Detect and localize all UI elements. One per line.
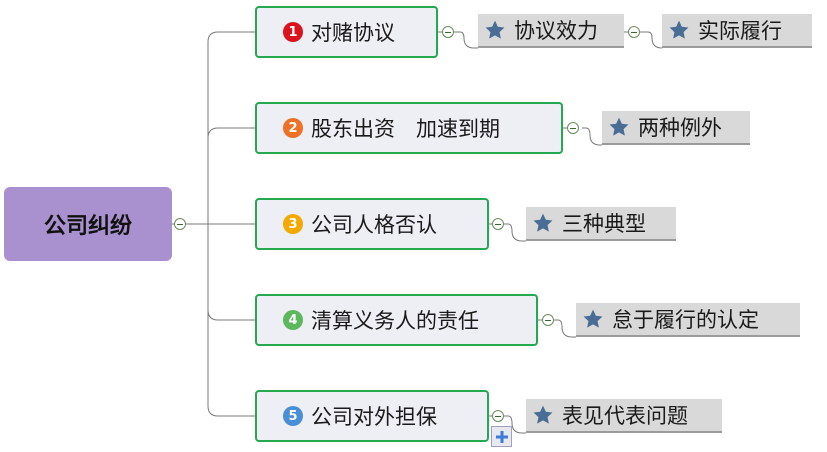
- subtopic-1-1[interactable]: 协议效力: [478, 14, 624, 48]
- star-icon: [583, 309, 603, 328]
- star-icon: [485, 20, 505, 39]
- subtopic-label: 表见代表问题: [562, 404, 688, 428]
- subtopic-5-1[interactable]: 表见代表问题: [526, 399, 722, 433]
- star-icon: [609, 117, 629, 136]
- collapse-toggle-icon[interactable]: [542, 314, 554, 326]
- plus-icon: [495, 430, 508, 443]
- collapse-toggle-icon[interactable]: [492, 218, 504, 230]
- branch-topic-3[interactable]: 3 公司人格否认: [255, 198, 489, 250]
- number-badge-icon: 4: [283, 310, 303, 330]
- collapse-toggle-icon[interactable]: [628, 26, 640, 38]
- branch-topic-4[interactable]: 4 清算义务人的责任: [255, 294, 538, 346]
- number-badge-icon: 3: [283, 214, 303, 234]
- branch-topic-label: 对赌协议: [311, 21, 395, 45]
- root-topic[interactable]: 公司纠纷: [4, 187, 172, 261]
- star-icon: [533, 213, 553, 232]
- star-icon: [669, 20, 689, 39]
- star-icon: [533, 405, 553, 424]
- root-topic-label: 公司纠纷: [43, 214, 132, 239]
- subtopic-3-1[interactable]: 三种典型: [526, 207, 676, 241]
- subtopic-label: 两种例外: [638, 116, 722, 140]
- subtopic-2-1[interactable]: 两种例外: [602, 111, 750, 145]
- branch-topic-label: 公司人格否认: [311, 213, 437, 237]
- subtopic-4-1[interactable]: 怠于履行的认定: [576, 303, 800, 337]
- subtopic-label: 协议效力: [514, 19, 598, 43]
- branch-topic-5[interactable]: 5 公司对外担保: [255, 390, 489, 442]
- branch-topic-label: 清算义务人的责任: [311, 309, 479, 333]
- branch-topic-label: 公司对外担保: [311, 405, 437, 429]
- collapse-toggle-icon[interactable]: [492, 410, 504, 422]
- branch-topic-2[interactable]: 2 股东出资 加速到期: [255, 102, 563, 154]
- add-subtopic-button[interactable]: [491, 426, 512, 447]
- subtopic-1-2[interactable]: 实际履行: [662, 14, 812, 48]
- subtopic-label: 实际履行: [698, 19, 782, 43]
- number-badge-icon: 2: [283, 118, 303, 138]
- number-badge-icon: 1: [283, 22, 303, 42]
- branch-topic-label: 股东出资 加速到期: [311, 117, 500, 141]
- branch-topic-1[interactable]: 1 对赌协议: [255, 6, 438, 58]
- collapse-toggle-icon[interactable]: [442, 26, 454, 38]
- collapse-toggle-icon[interactable]: [174, 218, 186, 230]
- collapse-toggle-icon[interactable]: [567, 122, 579, 134]
- subtopic-label: 三种典型: [562, 212, 646, 236]
- subtopic-label: 怠于履行的认定: [612, 308, 759, 332]
- number-badge-icon: 5: [283, 406, 303, 426]
